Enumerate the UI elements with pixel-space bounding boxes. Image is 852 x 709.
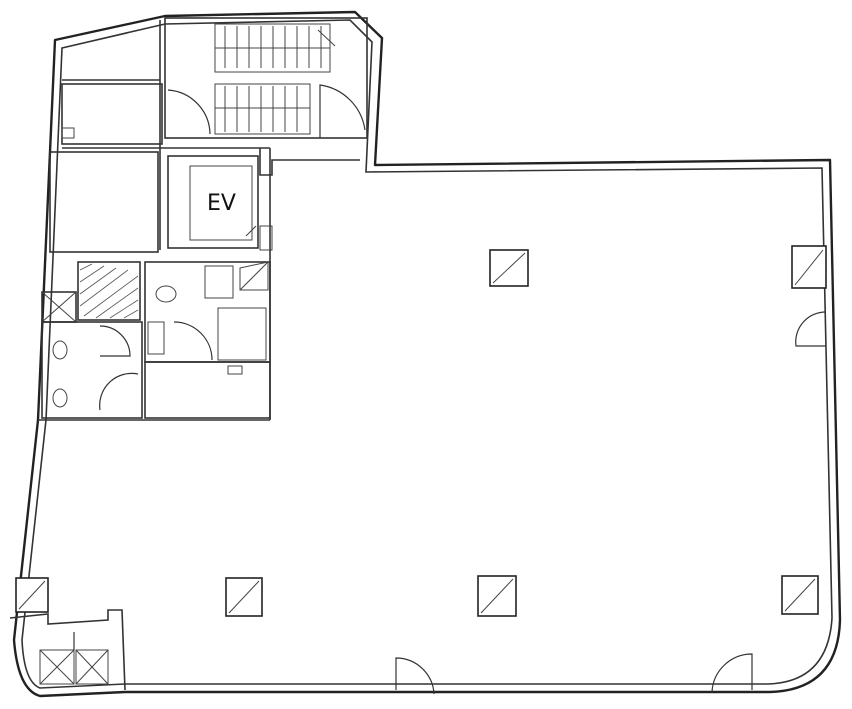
staircase bbox=[214, 23, 336, 135]
bottom-door bbox=[395, 657, 435, 695]
column bbox=[225, 577, 263, 617]
service-core: EV bbox=[38, 17, 368, 421]
bottom-door bbox=[711, 653, 753, 693]
column bbox=[781, 575, 819, 615]
hatched-shaft bbox=[79, 263, 139, 319]
column bbox=[15, 577, 49, 613]
doors bbox=[395, 311, 827, 695]
column bbox=[477, 575, 517, 617]
column bbox=[791, 245, 827, 289]
column bbox=[489, 249, 529, 287]
structural-columns bbox=[15, 245, 827, 617]
right-door bbox=[795, 311, 827, 347]
elevator-label: EV bbox=[207, 191, 236, 216]
stair-door bbox=[319, 84, 366, 138]
exterior-walls bbox=[12, 10, 842, 698]
entrance-vestibule bbox=[9, 609, 126, 691]
